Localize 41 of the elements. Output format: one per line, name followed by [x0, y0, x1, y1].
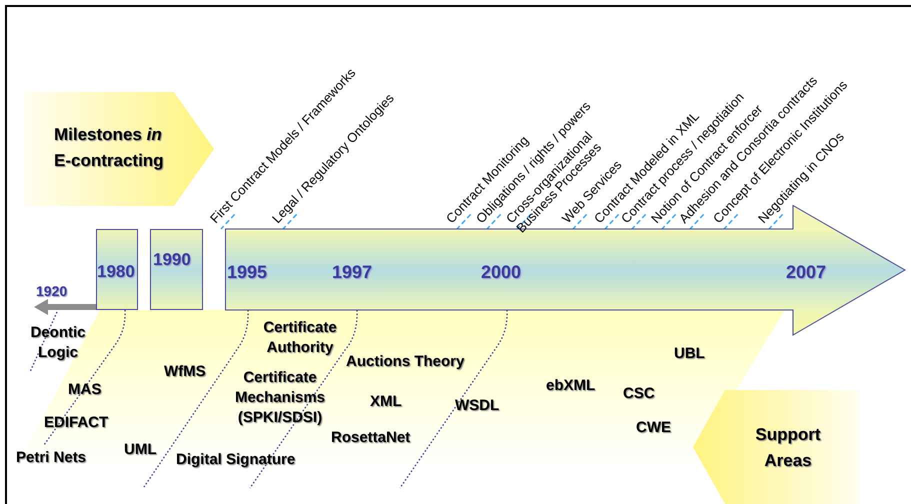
support-area-label: Deontic Logic	[29, 323, 86, 363]
year-label: 1995	[227, 261, 268, 284]
leader-line	[282, 214, 298, 230]
leader-line	[572, 214, 588, 230]
support-area-label: Petri Nets	[16, 448, 86, 468]
leader-line	[661, 214, 676, 230]
support-area-label: Digital Signature	[176, 450, 296, 470]
year-label: 2007	[786, 261, 826, 284]
support-area-label: CSC	[623, 384, 655, 404]
support-area-label: EDIFACT	[44, 413, 108, 433]
year-label: 1980	[97, 261, 135, 283]
support-area-label: UBL	[674, 344, 705, 364]
support-area-label: WSDL	[455, 396, 500, 416]
leader-line	[631, 214, 646, 230]
support-area-label: CWE	[636, 418, 671, 438]
banner-title: Support Areas	[754, 424, 822, 472]
leader-line	[220, 214, 236, 230]
support-area-label: Certificate Authority	[262, 318, 338, 358]
leader-line	[456, 214, 472, 230]
leader-line	[768, 214, 784, 230]
banner-title: Milestones in E-contracting	[54, 124, 165, 172]
year-label: 1997	[332, 261, 372, 284]
support-area-label: MAS	[68, 380, 102, 400]
support-areas-banner	[693, 390, 860, 504]
support-area-label: ebXML	[546, 376, 596, 396]
year-label: 1990	[153, 249, 191, 271]
leader-line	[486, 214, 502, 230]
leader-line	[723, 214, 738, 230]
year-label: 2000	[481, 261, 522, 284]
leader-line	[689, 214, 704, 230]
support-area-label: Certificate Mechanisms (SPKI/SDSI)	[234, 368, 326, 428]
support-area-label: Auctions Theory	[346, 352, 464, 372]
leader-line	[516, 214, 532, 230]
support-area-label: WfMS	[164, 362, 206, 382]
support-area-label: UML	[124, 440, 156, 460]
year-label: 1920	[36, 282, 68, 301]
leader-line	[604, 214, 620, 230]
support-area-label: XML	[370, 392, 402, 412]
support-area-label: RosettaNet	[331, 428, 410, 448]
period-box	[150, 229, 203, 310]
period-box	[96, 229, 138, 310]
